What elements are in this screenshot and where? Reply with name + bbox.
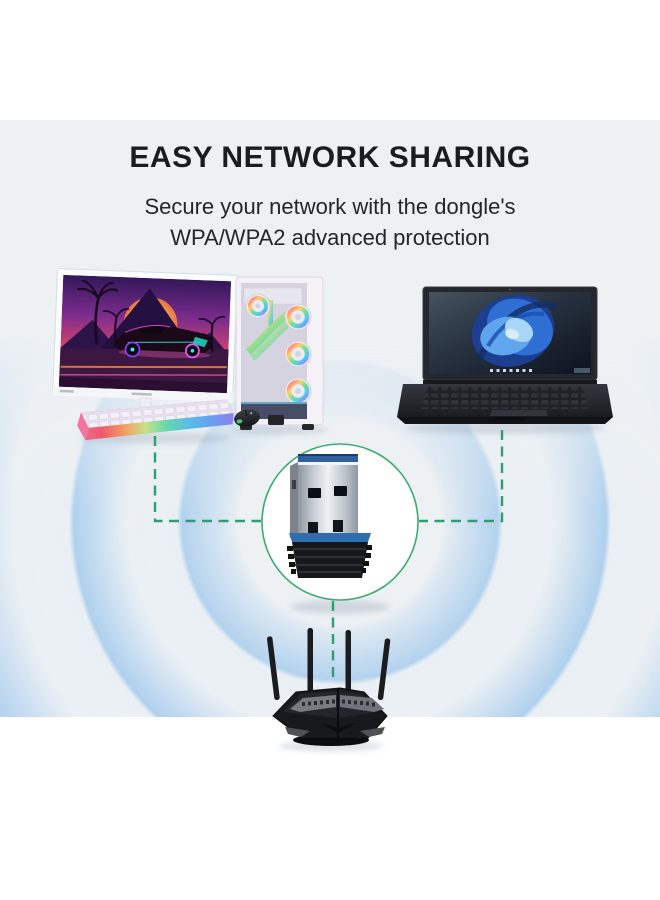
rgb-fans — [245, 293, 312, 405]
wifi-router — [267, 628, 391, 746]
laptop — [397, 286, 613, 424]
router-antennas — [267, 628, 391, 701]
page-subtitle: Secure your network with the dongle's WP… — [0, 191, 660, 253]
webcam-dot — [509, 288, 511, 291]
connector-lines — [153, 430, 504, 682]
gaming-mouse — [234, 409, 260, 427]
usb-metal-shield — [298, 462, 358, 534]
subtitle-line-1: Secure your network with the dongle's — [144, 194, 516, 219]
laptop-screen-wallpaper — [429, 292, 591, 374]
router-led-ticks — [302, 699, 375, 707]
connector-desktop-to-dongle — [153, 436, 261, 523]
usb-wifi-dongle — [287, 454, 372, 578]
hinge — [423, 380, 597, 384]
usb-receiver-box — [268, 415, 284, 425]
laptop-front-lip — [397, 417, 613, 424]
blue-bloom — [471, 295, 557, 367]
taskbar — [490, 368, 590, 373]
monitor-screen-synthwave — [58, 274, 232, 394]
dongle-blue-band — [289, 533, 371, 542]
usb-blue-tongue — [298, 456, 358, 464]
monitor — [52, 268, 238, 403]
connector-laptop-to-dongle — [419, 430, 504, 523]
pc-tower — [235, 276, 324, 430]
desktop-pc-setup — [52, 268, 324, 441]
neon-car — [114, 324, 213, 359]
router-led-panel-left — [290, 695, 336, 712]
ram-rgb — [268, 300, 273, 326]
dongle-black-body — [292, 542, 368, 578]
dongle-highlight-circle — [261, 443, 419, 601]
page-title: EASY NETWORK SHARING — [129, 141, 531, 174]
subtitle-line-2: WPA/WPA2 advanced protection — [170, 225, 490, 250]
rgb-keyboard — [77, 399, 235, 441]
touchpad — [490, 410, 548, 416]
